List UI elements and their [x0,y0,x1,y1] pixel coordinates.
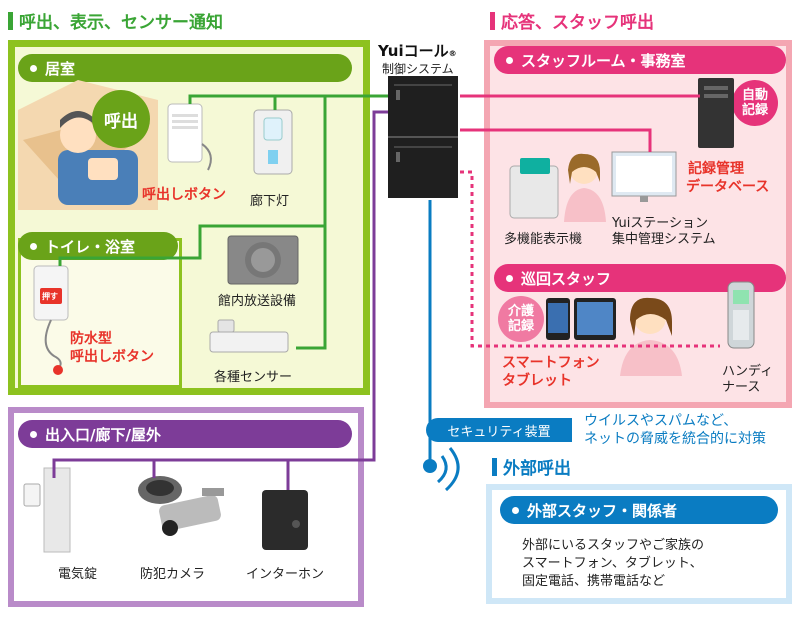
smart-label-2: タブレット [502,373,572,389]
controller-brand: Yuiコール® [378,42,457,60]
handy-nurse-device [727,281,755,349]
smart-label-1: スマートフォン [502,355,600,371]
controller-unit [388,76,458,198]
station-monitor-device [611,151,677,202]
security-desc-1: ウイルスやスパムなど、 [584,413,738,429]
station-label-1: Yuiステーション [612,216,709,231]
smartphone-device [546,298,570,340]
entrance-item-camera: 防犯カメラ [140,567,206,582]
pa-label: 館内放送設備 [218,294,297,309]
intercom-device [262,490,308,550]
auto-record-badge: 自動記録 [732,80,778,126]
security-camera-device [138,476,224,536]
staff-room-header: スタッフルーム・事務室 [494,46,786,74]
server-device [698,78,734,148]
external-title: 外部呼出 [492,454,571,479]
entrance-item-lock: 電気錠 [58,567,98,582]
corridor-light-label: 廊下灯 [250,194,290,209]
electric-lock-device [23,467,71,553]
waterproof-label-1: 防水型 [70,331,112,347]
left-section-title: 呼出、表示、センサー通知 [8,8,223,33]
handy-label-2: ナース [722,380,761,395]
button-text: 押す [42,292,58,301]
toilet-header: トイレ・浴室 [18,232,178,260]
external-desc-1: 外部にいるスタッフやご家族の [522,538,705,553]
multi-phone-device [509,158,559,219]
waterproof-label-2: 呼出しボタン [70,349,154,365]
db-label-2: データベース [686,179,770,195]
call-bubble: 呼出 [92,90,150,148]
db-label-1: 記録管理 [688,161,744,177]
call-button-label: 呼出しボタン [142,187,226,203]
external-desc-3: 固定電話、携帯電話など [522,574,666,589]
station-label-2: 集中管理システム [612,232,716,247]
entrance-item-intercom: インターホン [246,567,325,582]
handy-label-1: ハンディ [722,364,774,379]
patrol-woman-illustration [620,297,682,376]
controller-subtitle: 制御システム [382,62,454,76]
entrance-header: 出入口/廊下/屋外 [18,420,352,448]
sensor-device [209,319,289,353]
toilet-panel [18,238,182,388]
waterproof-button-device[interactable] [33,265,74,376]
security-tag: セキュリティ装置 [426,418,572,442]
care-record-badge: 介護記録 [498,296,544,342]
external-header: 外部スタッフ・関係者 [500,496,778,524]
right-section-title: 応答、スタッフ呼出 [490,8,654,33]
room-header: 居室 [18,54,352,82]
phone-label: 多機能表示機 [504,232,583,247]
security-desc-2: ネットの脅威を統合的に対策 [584,431,766,447]
tablet-device [574,298,616,340]
staff-woman-illustration [564,153,606,222]
pa-speaker-device [227,235,299,285]
call-button-device[interactable] [167,103,212,174]
external-desc-2: スマートフォン、タブレット、 [522,556,703,571]
corridor-light-device [253,109,293,175]
sensors-label: 各種センサー [214,370,293,385]
